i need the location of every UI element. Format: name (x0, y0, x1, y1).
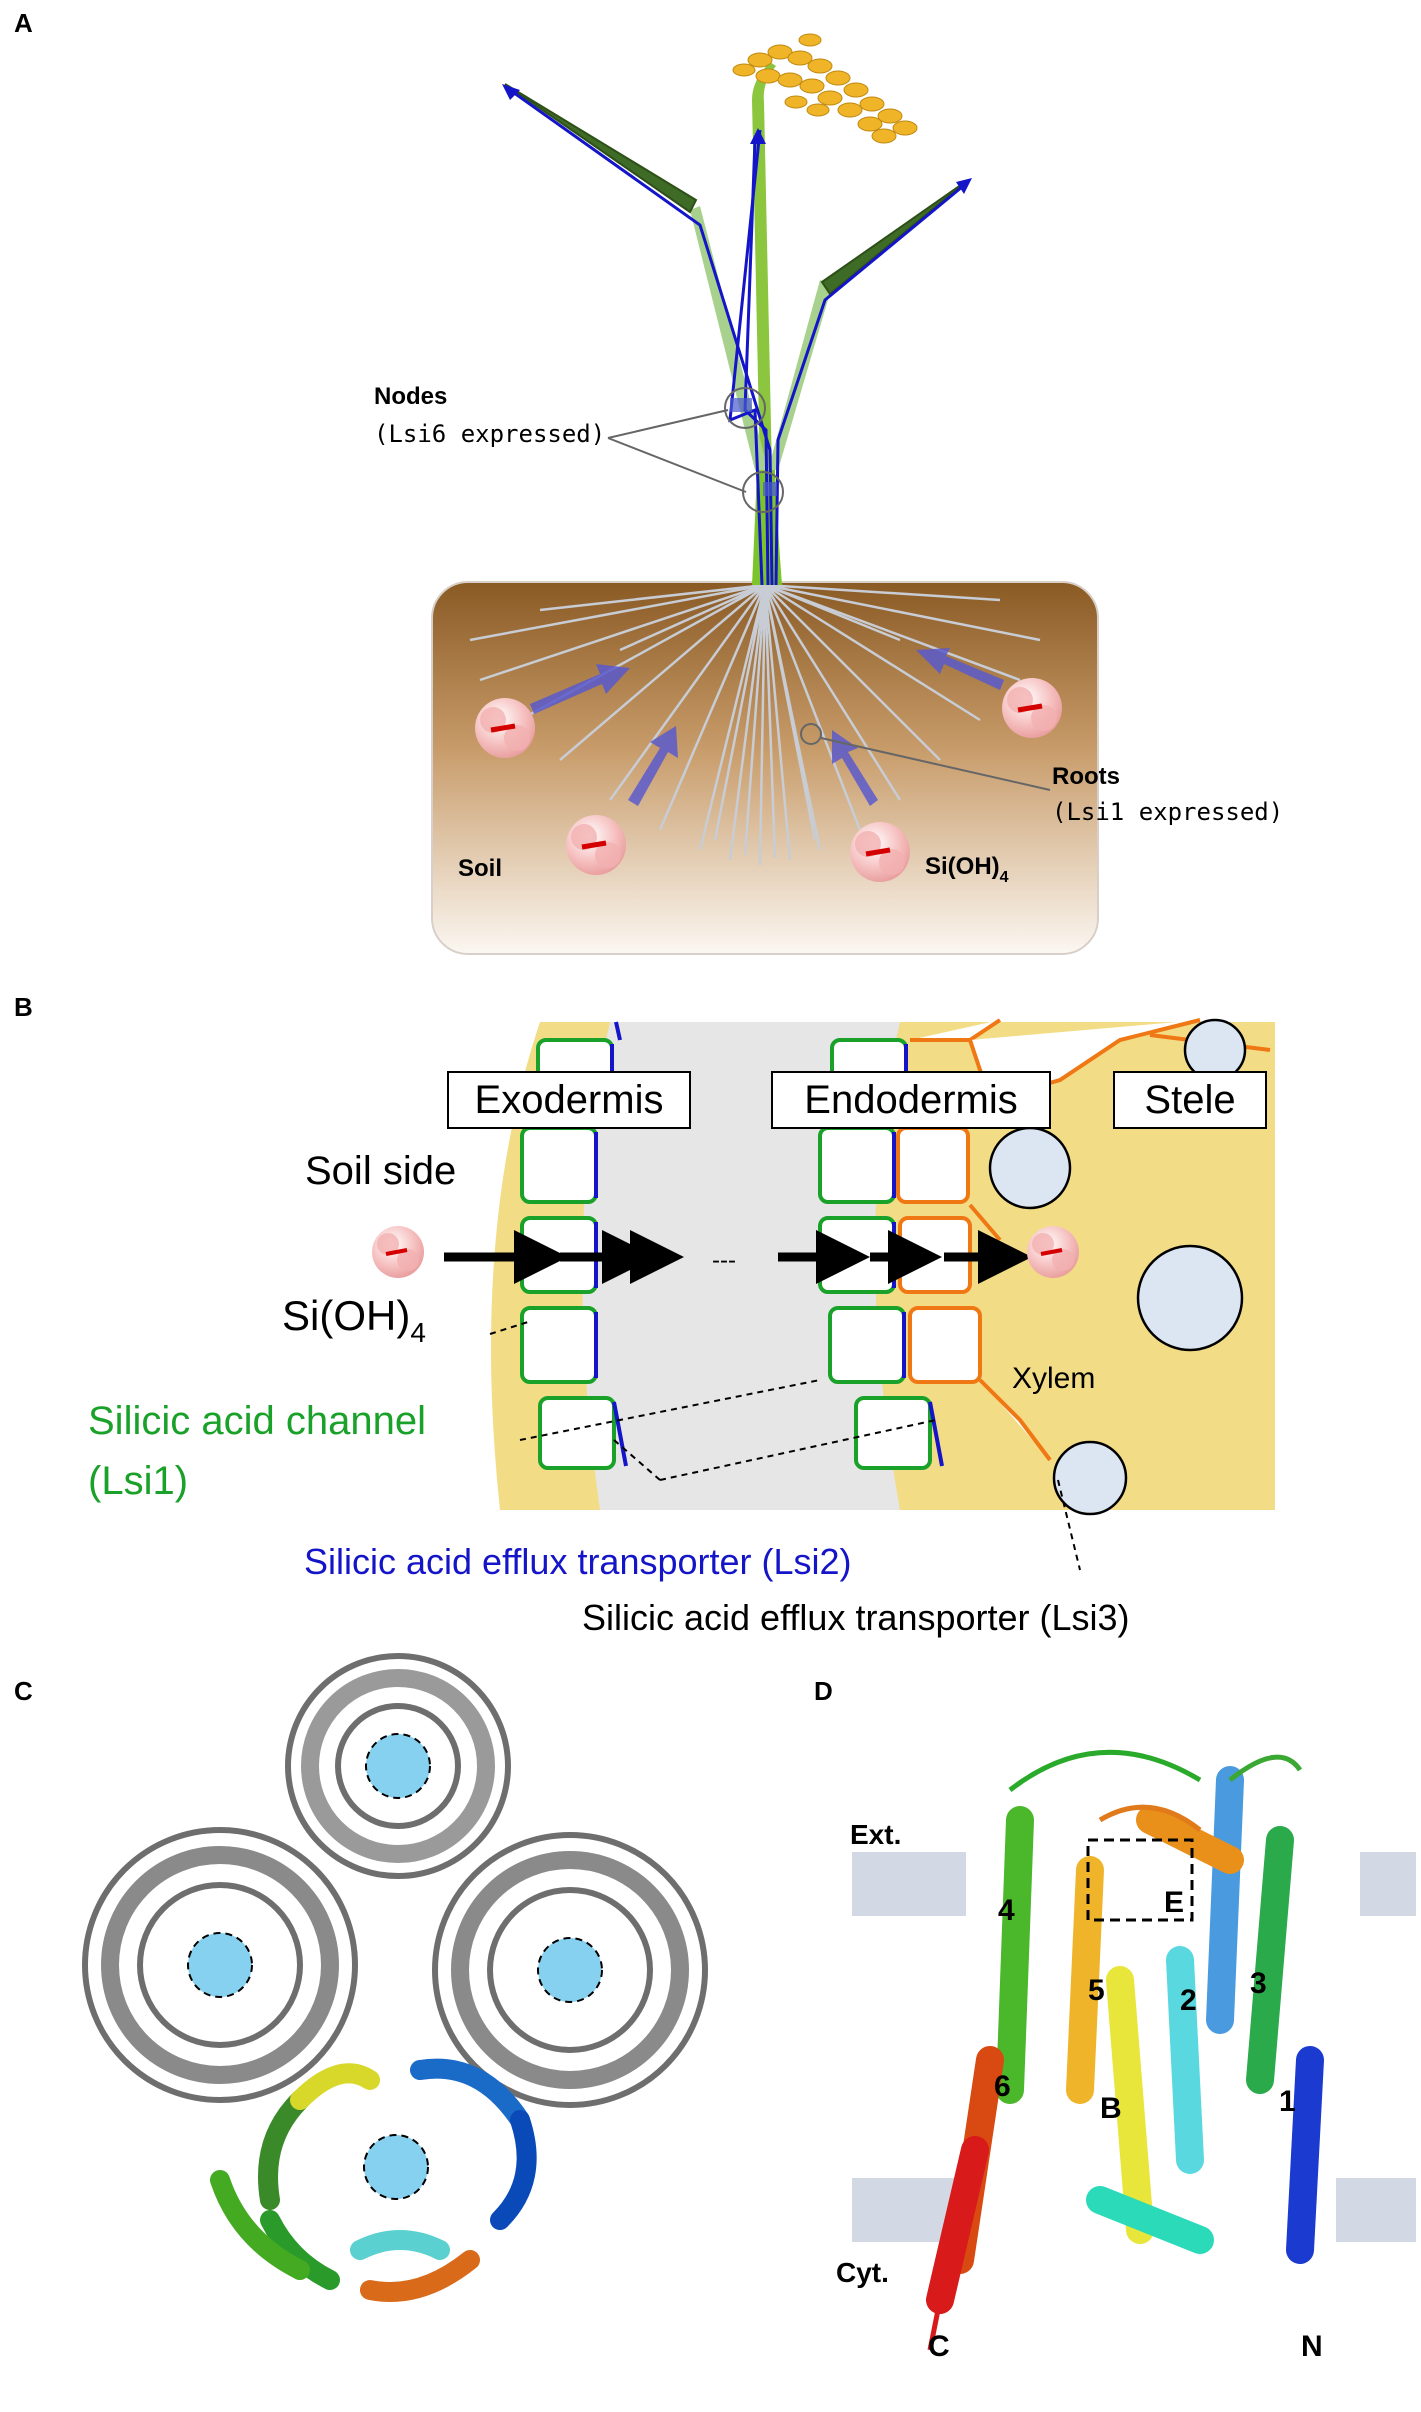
soil-uptake-arrows (530, 648, 1004, 806)
exodermis-box (447, 1071, 691, 1129)
panel-letter-d: D (814, 1676, 833, 1706)
helix-label-b: B (1100, 2092, 1122, 2125)
pericycle-cell (896, 1126, 970, 1204)
helix-label-4: 4 (998, 1894, 1015, 1927)
endodermis-cell (818, 1126, 896, 1204)
panel-letter-a: A (14, 8, 33, 38)
panel-b-root-cross-section (372, 1018, 1275, 1571)
membrane-ext-right (1360, 1852, 1416, 1916)
helix-label-1: 1 (1279, 2085, 1296, 2118)
xylem-vessel (988, 1126, 1072, 1210)
endodermis-cell (828, 1306, 906, 1384)
selectivity-filter-box (1086, 1838, 1194, 1922)
ext-label: Ext. (850, 1819, 901, 1850)
continuation-dashes: --- (712, 1247, 736, 1274)
right-leaf-blade (820, 179, 969, 296)
membrane-cyt-right (1336, 2178, 1416, 2242)
svg-text:Si(OH)4: Si(OH)4 (282, 1292, 426, 1348)
n-terminus-label: N (1301, 2330, 1323, 2363)
si-oh-subscript: 4 (1000, 869, 1009, 886)
exodermis-label: Exodermis (475, 1078, 664, 1122)
channel-label-line2: (Lsi1) (88, 1459, 188, 1503)
roots-label: Roots (1052, 763, 1120, 790)
si-oh-label-b: Si(OH) (282, 1292, 410, 1339)
panicle (732, 33, 918, 144)
xylem-vessel (1052, 1440, 1128, 1516)
nodes-sub-label: (Lsi6 expressed) (374, 420, 605, 448)
pore (187, 1932, 253, 1998)
root-circle (800, 723, 822, 745)
si-oh-subscript-b: 4 (410, 1317, 426, 1348)
panel-c-tetramer-structure (82, 1653, 708, 2302)
soil-label: Soil (458, 855, 502, 882)
panel-d-monomer-structure (852, 1749, 1416, 2351)
pore (363, 2134, 429, 2200)
pore (365, 1733, 431, 1799)
membrane-ext-left (852, 1852, 966, 1916)
pericycle-cell (908, 1306, 982, 1384)
helix-label-3: 3 (1250, 1967, 1267, 2000)
pore (537, 1937, 603, 2003)
endodermis-cell (854, 1396, 932, 1470)
soil-side-label: Soil side (305, 1149, 456, 1193)
node-circle-lower (742, 471, 784, 513)
endodermis-box (771, 1071, 1051, 1129)
exodermis-cell (520, 1126, 598, 1204)
xylem-label: Xylem (1012, 1362, 1095, 1395)
helix-label-5: 5 (1088, 1974, 1105, 2007)
node-circle-upper (724, 387, 766, 429)
svg-text:Si(OH)4: Si(OH)4 (925, 853, 1009, 886)
panel-a-illustration (431, 33, 1099, 955)
helix-label-e: E (1164, 1886, 1184, 1919)
xylem-vessel (1136, 1244, 1244, 1352)
roots-sub-label: (Lsi1 expressed) (1052, 798, 1283, 826)
efflux-lsi3-label: Silicic acid efflux transporter (Lsi3) (582, 1597, 1130, 1638)
channel-label-line1: Silicic acid channel (88, 1399, 426, 1443)
helix-label-2: 2 (1180, 1984, 1197, 2017)
helix-label-6: 6 (994, 2070, 1011, 2103)
exodermis-cell (538, 1396, 616, 1470)
central-stem (752, 62, 776, 472)
stele-label: Stele (1144, 1078, 1235, 1122)
efflux-lsi2-label: Silicic acid efflux transporter (Lsi2) (304, 1541, 852, 1582)
endodermis-label: Endodermis (804, 1078, 1017, 1122)
panel-letter-c: C (14, 1676, 33, 1706)
stele-box (1113, 1071, 1267, 1129)
si-oh-label: Si(OH) (925, 853, 1000, 880)
left-leaf-blade (504, 83, 698, 214)
panel-letter-b: B (14, 992, 33, 1022)
silicic-acid-molecules (475, 678, 1062, 882)
cyt-label: Cyt. (836, 2257, 889, 2288)
helix-labels: 4 5 2 3 6 B 1 E (994, 1886, 1296, 2125)
silicon-transport-lines (509, 88, 969, 586)
nodes-label: Nodes (374, 383, 447, 410)
exodermis-cell (520, 1306, 598, 1384)
c-terminus-label: C (928, 2330, 950, 2363)
